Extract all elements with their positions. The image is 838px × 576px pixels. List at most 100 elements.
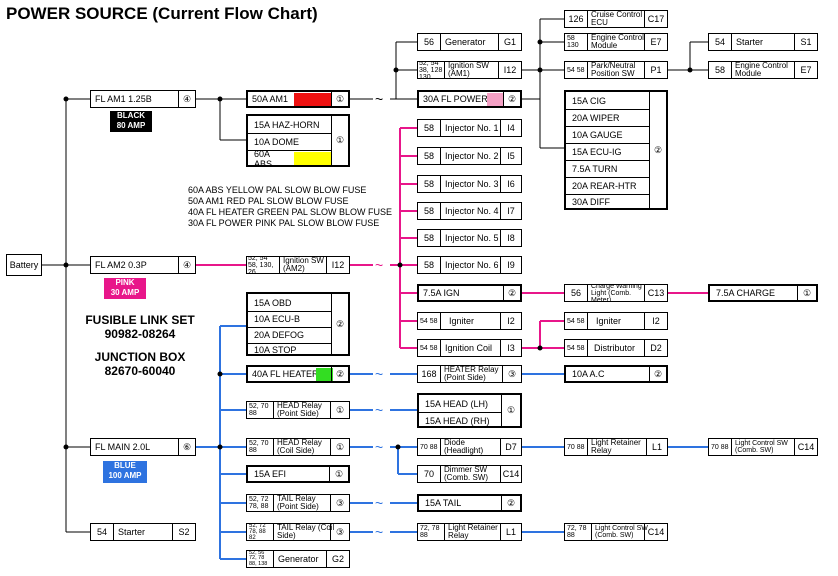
- name: Ignition Coil: [440, 340, 505, 356]
- fuse-40a-fl-heater: 40A FL HEATER ②: [246, 365, 350, 383]
- name: Distributor: [587, 340, 652, 356]
- code: C14: [500, 466, 521, 482]
- code: I7: [500, 203, 521, 219]
- jb2-circle: ②: [331, 294, 348, 354]
- distributor: 54 58 Distributor D2: [564, 339, 668, 357]
- fuse-7-5a-ign: 7.5A IGN ②: [417, 284, 522, 302]
- heater-relay: 168 HEATER Relay (Point Side) ③: [417, 365, 522, 383]
- pin: 168: [421, 369, 437, 379]
- light-retainer-relay-1: 70 88 Light Retainer Relay L1: [564, 438, 668, 456]
- generator-g2: 52, 56 72, 78 88, 138 Generator G2: [246, 550, 350, 568]
- note-line: 40A FL HEATER GREEN PAL SLOW BLOW FUSE: [188, 207, 393, 217]
- fuse-label: 7.5A IGN: [423, 288, 460, 298]
- battery-label: Battery: [9, 260, 39, 270]
- junction-title: JUNCTION BOX: [94, 350, 186, 364]
- junction-block-3: 15A CIG 20A WIPER 10A GAUGE 15A ECU-IG 7…: [564, 90, 668, 210]
- name: Injector No. 1: [440, 120, 505, 136]
- starter-s2-box: 54 Starter S2: [90, 523, 196, 541]
- fuse-15a-tail: 15A TAIL ②: [417, 494, 522, 512]
- battery-box: Battery: [6, 254, 42, 276]
- name: Ignition SW (AM1): [444, 62, 502, 78]
- code: E7: [644, 34, 667, 50]
- pin: 56: [570, 288, 581, 298]
- fuse-head-block: 15A HEAD (LH) 15A HEAD (RH) ①: [417, 393, 522, 428]
- fl-main-box: FL MAIN 2.0L ⑥: [90, 438, 196, 456]
- light-control-sw-2: 72, 78 88 Light Control SW (Comb. SW) C1…: [564, 523, 668, 541]
- name: Generator: [440, 34, 503, 50]
- jb1-row: 10A DOME: [248, 133, 332, 151]
- green-pal-swatch: [316, 368, 333, 381]
- pin: 58: [423, 123, 434, 133]
- fl-am1-label: FL AM1 1.25B: [95, 94, 152, 104]
- pin: 52, 70 88: [249, 403, 269, 417]
- jb1-abs-label: 60A ABS: [254, 148, 273, 167]
- code: C17: [644, 11, 667, 27]
- starter-pin: 54: [96, 527, 107, 537]
- name: Light Control SW (Comb. SW): [591, 524, 651, 540]
- diode-headlight: 70 88 Diode (Headlight) D7: [417, 438, 522, 456]
- fl-am2-box: FL AM2 0.3P ④: [90, 256, 196, 274]
- pin: 54 58: [567, 344, 585, 352]
- fuse-label: 50A AM1: [252, 94, 289, 104]
- generator-g1: 56 Generator G1: [417, 33, 522, 51]
- code: L1: [500, 524, 521, 540]
- code: I8: [500, 230, 521, 246]
- light-retainer-relay-2: 72, 78 88 Light Retainer Relay L1: [417, 523, 522, 541]
- pin: 58: [423, 179, 434, 189]
- fuse-circle: ②: [501, 496, 520, 510]
- badge-amp: 80 AMP: [116, 121, 146, 130]
- fuse-circle: ①: [797, 286, 816, 300]
- code: C14: [794, 439, 817, 455]
- code: I2: [644, 313, 667, 329]
- fuse-10a-ac: 10A A.C ②: [564, 365, 668, 383]
- pin: 54 58: [567, 66, 585, 74]
- name: Ignition SW (AM2): [279, 257, 331, 273]
- fuse-head-lh: 15A HEAD (LH): [419, 395, 502, 413]
- code: D7: [500, 439, 521, 455]
- circle: ①: [330, 402, 349, 418]
- pin: 70: [423, 469, 434, 479]
- code: D2: [644, 340, 667, 356]
- cruise-control-ecu: 126 Cruise Control ECU C17: [564, 10, 668, 28]
- fusible-title: FUSIBLE LINK SET: [85, 313, 195, 327]
- break-symbol: ~: [375, 439, 384, 455]
- jb1-row-abs: 60A ABS: [248, 148, 332, 167]
- junction-part: 82670-60040: [104, 364, 176, 378]
- charge-warning-light: 56 Charge Warning Light (Comb. Meter) C1…: [564, 284, 668, 302]
- fuse-label: 30A FL POWER: [423, 94, 487, 104]
- name: Injector No. 5: [440, 230, 505, 246]
- name: Charge Warning Light (Comb. Meter): [587, 285, 649, 301]
- code: I12: [326, 257, 349, 273]
- engine-control-module-2: 58 Engine Control Module E7: [708, 61, 818, 79]
- name: Injector No. 2: [440, 148, 505, 164]
- pin: 58: [423, 233, 434, 243]
- fuse-circle: ①: [329, 467, 348, 481]
- jb2-row: 15A OBD: [248, 294, 332, 312]
- starter-label: Starter: [113, 524, 178, 540]
- break-symbol: ~: [375, 524, 384, 540]
- code: G1: [498, 34, 521, 50]
- fuse-label: 10A A.C: [572, 369, 605, 379]
- tail-relay-point: 52, 72 78, 88 TAIL Relay (Point Side) ③: [246, 494, 350, 512]
- note-line: 60A ABS YELLOW PAL SLOW BLOW FUSE: [188, 185, 367, 195]
- injector-1: 58 Injector No. 1 I4: [417, 119, 522, 137]
- note-line: 30A FL POWER PINK PAL SLOW BLOW FUSE: [188, 218, 380, 228]
- code: I6: [500, 176, 521, 192]
- code: G2: [326, 551, 349, 567]
- fuse-circle: ①: [331, 92, 348, 106]
- circle: ①: [501, 395, 520, 426]
- light-control-sw-1: 70 88 Light Control SW (Comb. SW) C14: [708, 438, 818, 456]
- ignition-coil: 54 58 Ignition Coil I3: [417, 339, 522, 357]
- pin: 52, 72 78, 88: [249, 496, 269, 510]
- name: Light Retainer Relay: [444, 524, 504, 540]
- fuse-label: 15A TAIL: [425, 498, 462, 508]
- fuse-circle: ②: [331, 367, 348, 381]
- pink-pal-swatch: [487, 93, 504, 106]
- pin: 70 88: [711, 443, 729, 451]
